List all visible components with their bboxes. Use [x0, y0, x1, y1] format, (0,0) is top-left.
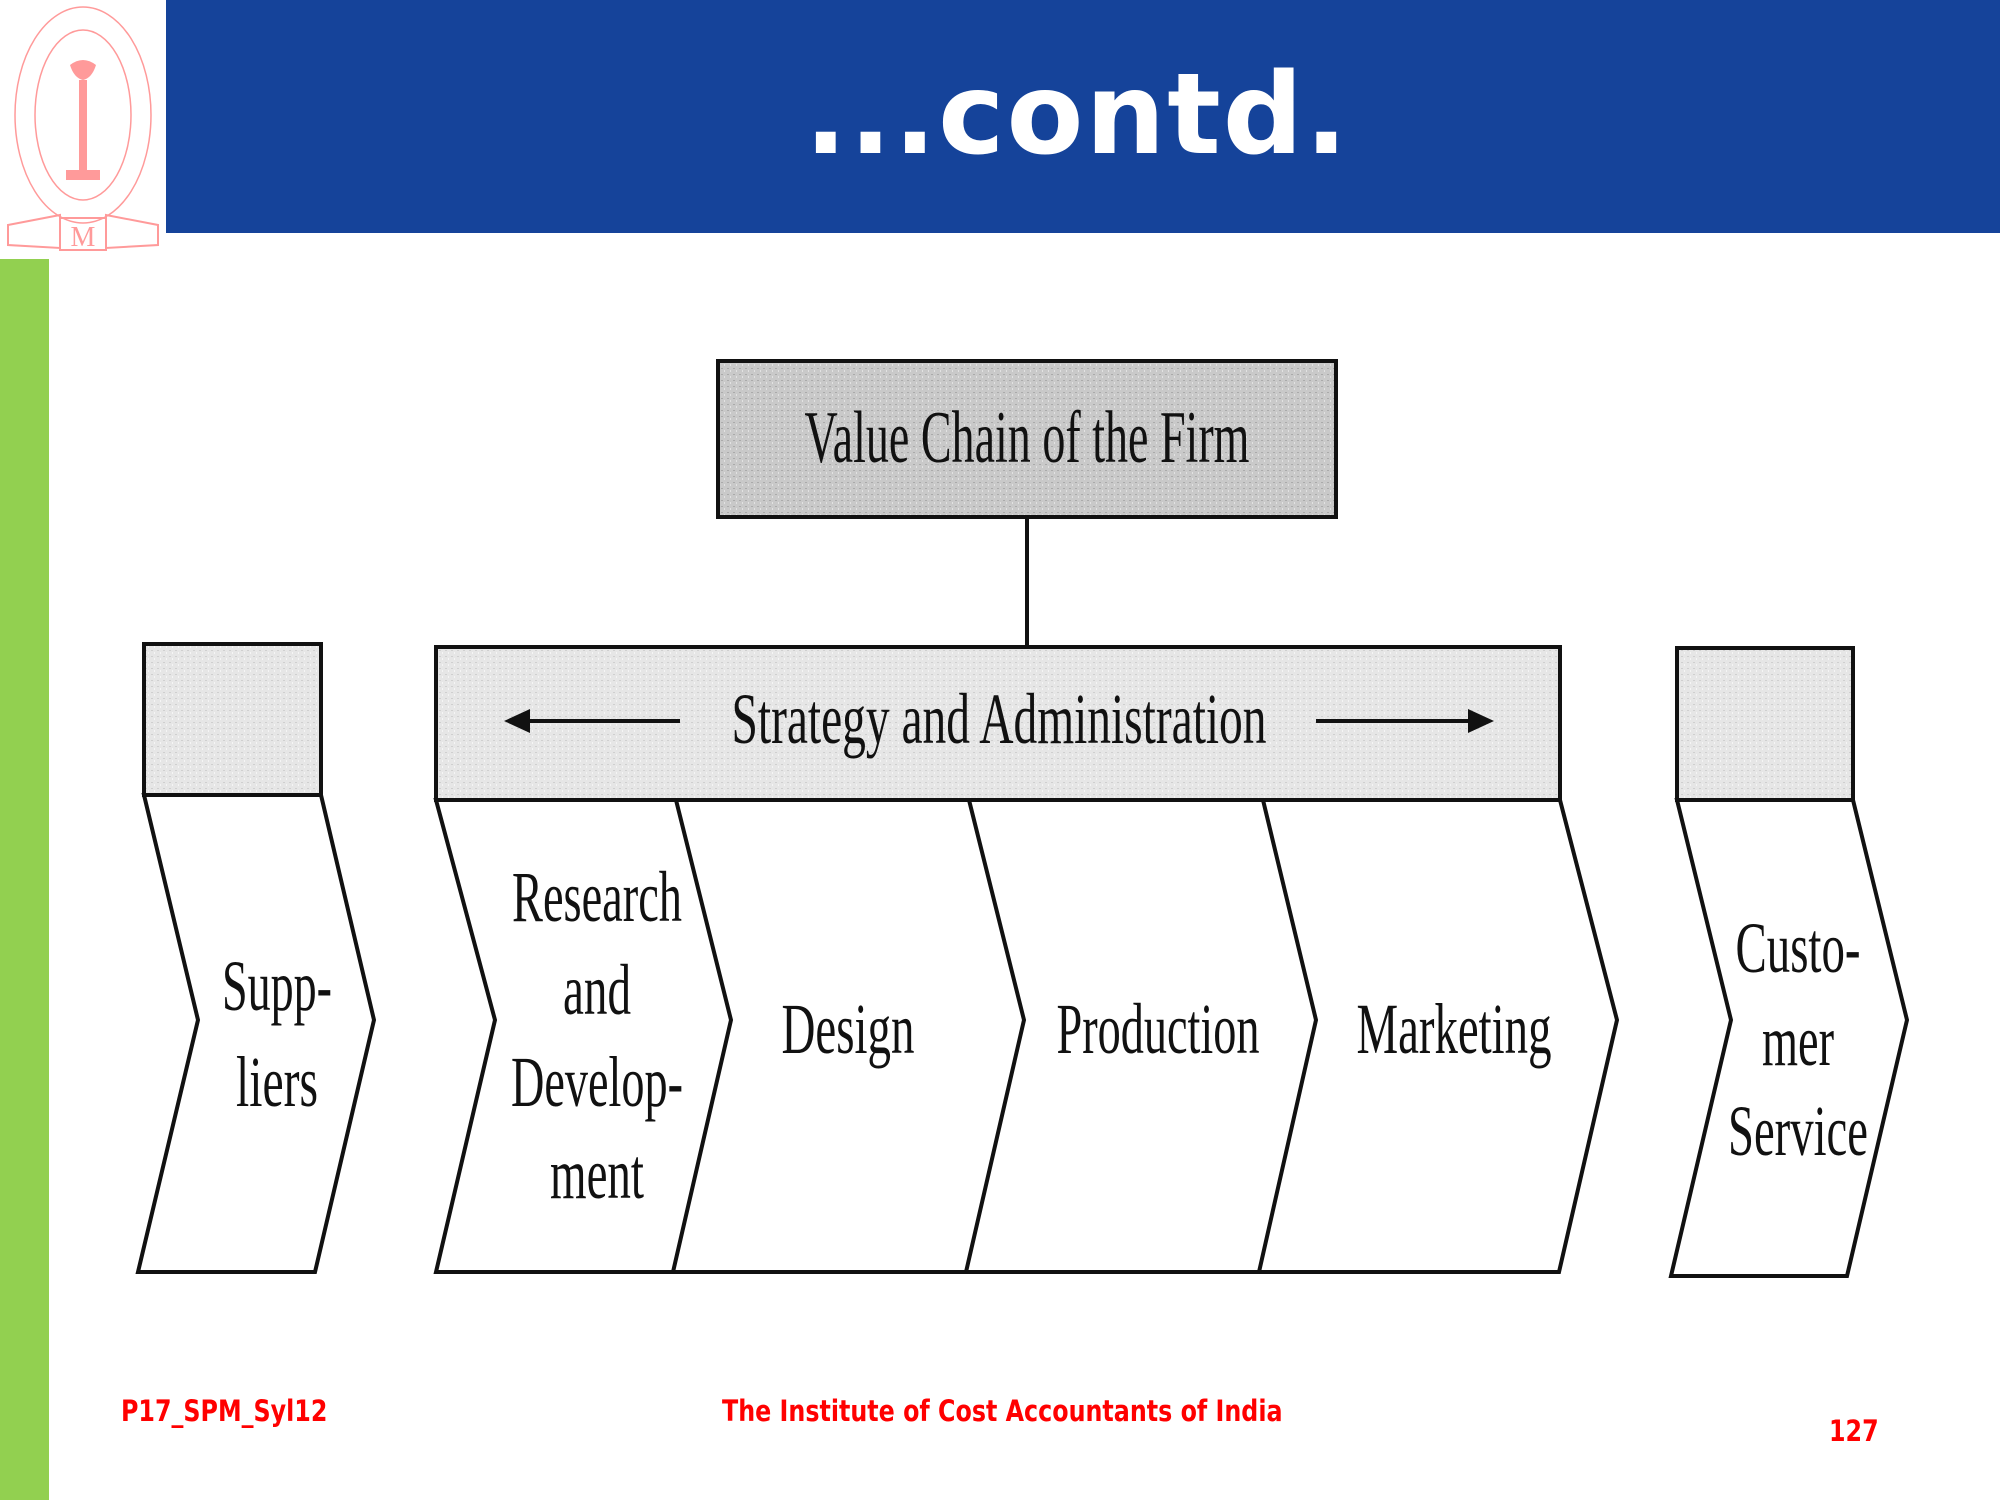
footer-course-code: P17_SPM_Syl12 [121, 1394, 328, 1428]
rnd-label-3: Develop- [511, 1042, 683, 1122]
customer-label-3: Service [1728, 1091, 1868, 1171]
suppliers-label-1: Supp- [222, 946, 332, 1026]
marketing-label: Marketing [1357, 989, 1552, 1069]
arrow-left-icon [504, 709, 530, 733]
suppliers-label-2: liers [236, 1042, 318, 1122]
value-chain-title: Value Chain of the Firm [805, 397, 1250, 479]
rnd-label-4: ment [550, 1134, 644, 1214]
customer-label-1: Custo- [1736, 908, 1861, 988]
logo-monogram: M [71, 222, 96, 253]
footer-institute: The Institute of Cost Accountants of Ind… [722, 1394, 1283, 1428]
strategy-label: Strategy and Administration [732, 679, 1267, 759]
production-label: Production [1057, 989, 1260, 1069]
rnd-label-1: Research [512, 857, 682, 937]
customer-label-2: mer [1762, 1001, 1834, 1081]
stage-divider [964, 799, 1027, 1273]
suppliers-chevron [135, 793, 377, 1274]
design-label: Design [782, 989, 915, 1069]
accent-bar [0, 259, 49, 1500]
suppliers-header [142, 642, 323, 797]
strategy-bar [434, 645, 1562, 802]
rnd-label-2: and [563, 950, 631, 1030]
page-number: 127 [1829, 1414, 1879, 1448]
title-banner: ...contd. [166, 0, 2000, 233]
stage-divider [1257, 799, 1319, 1273]
arrow-right-icon [1468, 709, 1494, 733]
page-title: ...contd. [804, 49, 1350, 180]
institute-logo: M [7, 6, 159, 253]
stage-divider [671, 799, 734, 1273]
customer-chevron [1668, 798, 1910, 1278]
customer-header [1675, 646, 1855, 802]
primary-activities-chevron [433, 798, 1620, 1274]
